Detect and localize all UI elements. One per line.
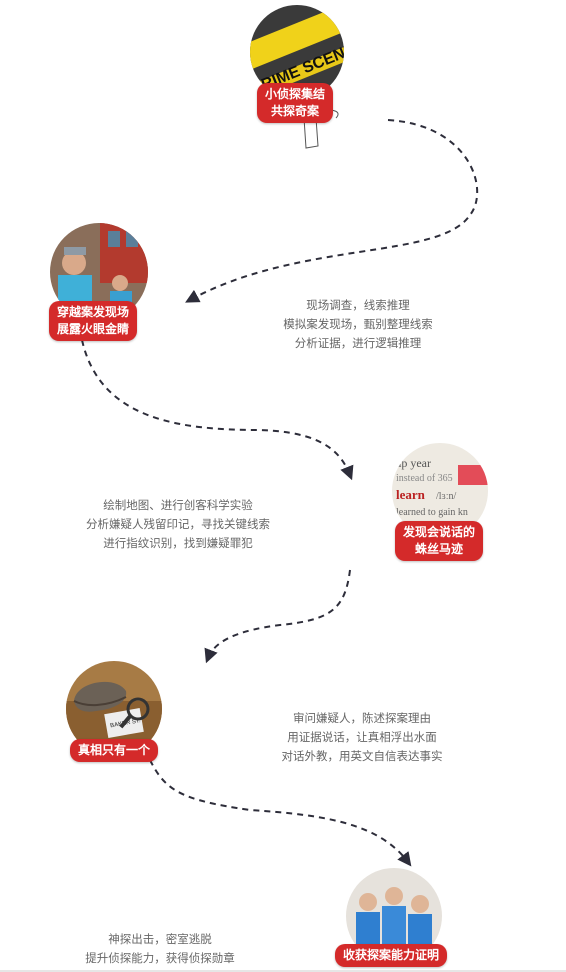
path-segment-1 <box>185 119 479 303</box>
svg-text:instead of 365: instead of 365 <box>396 473 453 484</box>
step-2-desc-line: 模拟案发现场，甄别整理线索 <box>283 317 433 331</box>
step-1-title-line2: 共探奇案 <box>271 104 320 118</box>
step-4-description: 审问嫌疑人，陈述探案理由 用证据说话，让真相浮出水面 对话外教，用英文自信表达事… <box>262 709 462 766</box>
step-2-title-line2: 展露火眼金睛 <box>57 322 130 336</box>
step-3-title-line2: 蛛丝马迹 <box>415 542 464 556</box>
svg-text:learned to gain kn: learned to gain kn <box>396 507 468 518</box>
step-5-description: 神探出击，密室逃脱 提升侦探能力，获得侦探勋章 <box>60 930 260 968</box>
svg-text:ap year: ap year <box>396 456 431 470</box>
step-4-desc-line: 用证据说话，让真相浮出水面 <box>287 730 437 744</box>
step-5-desc-line: 神探出击，密室逃脱 <box>108 932 212 946</box>
svg-text:/lɜːn/: /lɜːn/ <box>436 491 457 502</box>
step-2-title-badge: 穿越案发现场 展露火眼金睛 <box>49 301 138 341</box>
step-3-title-line1: 发现会说话的 <box>403 525 476 539</box>
magnifier-handle-sketch <box>303 117 319 149</box>
step-1-title-badge: 小侦探集结 共探奇案 <box>257 83 334 123</box>
step-4-title-badge: 真相只有一个 <box>70 739 159 762</box>
step-3-desc-line: 进行指纹识别，找到嫌疑罪犯 <box>103 536 253 550</box>
step-5-title-line1: 收获探案能力证明 <box>343 948 440 962</box>
step-3-desc-line: 分析嫌疑人残留印记，寻找关键线索 <box>86 517 270 531</box>
step-5-title-badge: 收获探案能力证明 <box>335 944 448 967</box>
step-3-description: 绘制地图、进行创客科学实验 分析嫌疑人残留印记，寻找关键线索 进行指纹识别，找到… <box>68 496 288 553</box>
step-4-title-line1: 真相只有一个 <box>78 743 151 757</box>
step-2-desc-line: 现场调查，线索推理 <box>306 298 410 312</box>
step-2-title-line1: 穿越案发现场 <box>57 305 130 319</box>
path-segment-4 <box>149 759 412 867</box>
bottom-divider <box>0 970 566 972</box>
step-3-desc-line: 绘制地图、进行创客科学实验 <box>103 498 253 512</box>
step-5-desc-line: 提升侦探能力，获得侦探勋章 <box>85 951 235 965</box>
step-4-desc-line: 对话外教，用英文自信表达事实 <box>281 749 443 763</box>
path-segment-2 <box>81 339 354 481</box>
step-2-desc-line: 分析证据，进行逻辑推理 <box>294 336 422 350</box>
step-2-description: 现场调查，线索推理 模拟案发现场，甄别整理线索 分析证据，进行逻辑推理 <box>258 296 458 353</box>
path-segment-3 <box>204 569 351 664</box>
step-4-desc-line: 审问嫌疑人，陈述探案理由 <box>293 711 431 725</box>
step-1-title-line1: 小侦探集结 <box>265 87 326 101</box>
step-3-title-badge: 发现会说话的 蛛丝马迹 <box>395 521 484 561</box>
svg-text:learn: learn <box>396 487 426 502</box>
